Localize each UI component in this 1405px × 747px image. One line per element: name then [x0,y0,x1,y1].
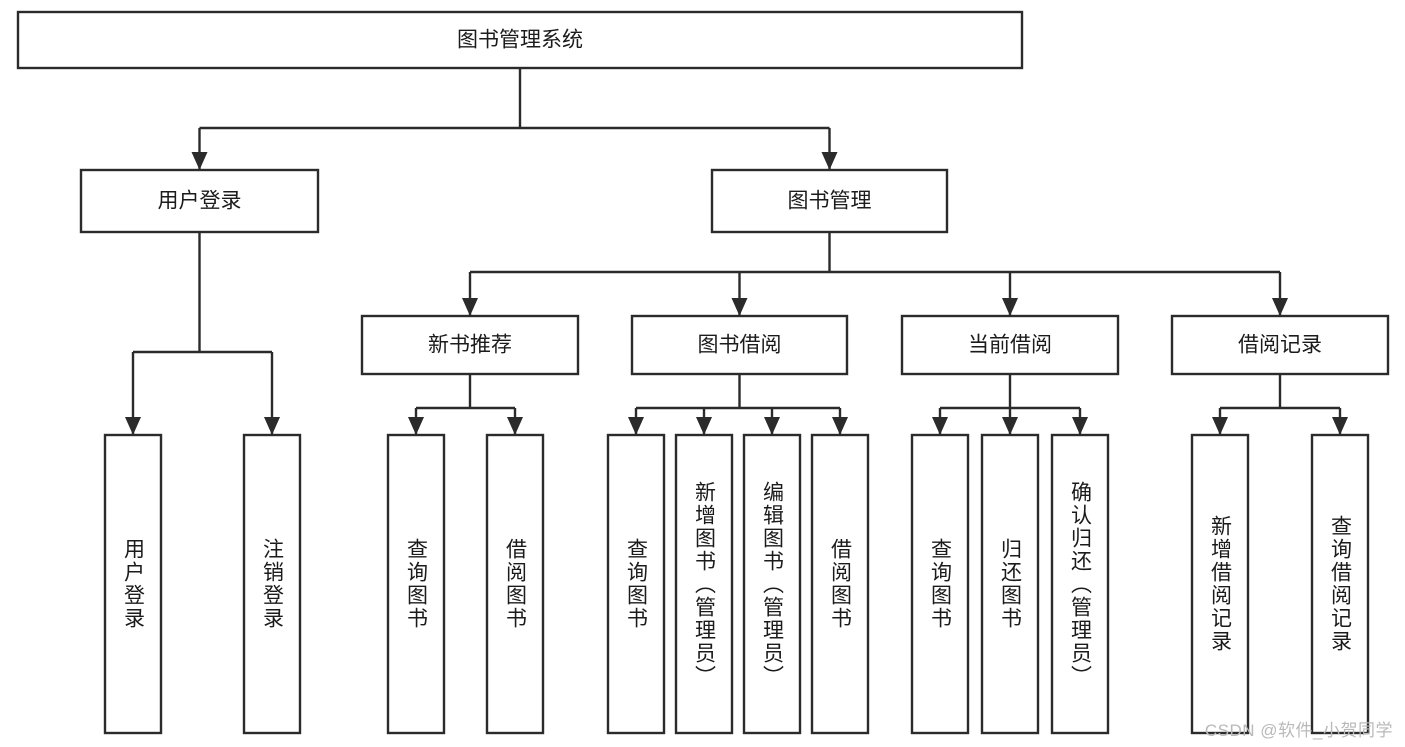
node-box-current-confirm-return-admin [1050,433,1110,735]
node-user-logout-action[interactable]: 注销登录 [242,433,302,735]
arrow-down-icon-grp1-0 [628,417,644,435]
node-new-book-recommend[interactable]: 新书推荐 [360,314,580,376]
node-box-book-management [710,168,949,234]
node-box-records-add-record [1190,433,1250,735]
node-box-borrow-records [1170,314,1390,376]
node-records-query-record[interactable]: 查询借阅记录 [1310,433,1370,735]
node-label-wrap-current-return-book: 归还图书 [998,538,1022,630]
arrow-down-icon-book-mgmt-1 [731,298,748,316]
arrow-down-icon-grp1-3 [832,417,848,435]
node-book-borrow[interactable]: 图书借阅 [630,314,849,376]
node-box-new-book-recommend [360,314,580,376]
node-label-wrap-recommend-borrow-book: 借阅图书 [503,538,527,630]
node-label-wrap-user-login-action: 用户登录 [121,538,145,630]
node-label-borrow-edit-book-admin: 编辑图书（管理员） [760,480,784,688]
node-current-confirm-return-admin[interactable]: 确认归还（管理员） [1050,433,1110,735]
node-label-wrap-recommend-query-book: 查询图书 [404,538,428,630]
node-book-management[interactable]: 图书管理 [710,168,949,234]
node-borrow-borrow-book[interactable]: 借阅图书 [810,433,870,735]
node-label-wrap-records-query-record: 查询借阅记录 [1328,515,1352,653]
node-label-root: 图书管理系统 [457,29,583,52]
node-label-records-add-record: 新增借阅记录 [1208,515,1232,653]
arrow-down-icon-grp2-0 [932,417,948,435]
node-box-current-return-book [980,433,1040,735]
node-user-login[interactable]: 用户登录 [79,168,320,234]
node-borrow-edit-book-admin[interactable]: 编辑图书（管理员） [742,433,802,735]
node-label-wrap-user-logout-action: 注销登录 [260,538,284,630]
arrow-down-icon-grp2-2 [1072,417,1088,435]
node-label-borrow-query-book: 查询图书 [624,538,648,630]
node-box-current-borrow [900,314,1120,376]
arrow-down-icon-book-mgmt-2 [1002,298,1018,316]
node-label-borrow-records: 借阅记录 [1238,334,1322,357]
node-label-borrow-borrow-book: 借阅图书 [828,538,852,630]
node-box-current-query-book [910,433,970,735]
arrow-down-icon-grp1-2 [764,417,780,435]
node-label-wrap-current-query-book: 查询图书 [928,538,952,630]
node-label-recommend-borrow-book: 借阅图书 [503,538,527,630]
arrow-down-icon-root-1 [821,152,838,170]
arrow-down-icon-book-mgmt-3 [1272,298,1288,316]
node-label-book-borrow: 图书借阅 [698,334,782,357]
node-box-root [16,10,1024,70]
node-label-borrow-add-book-admin: 新增图书（管理员） [692,480,716,688]
node-label-book-management: 图书管理 [788,190,872,213]
node-label-wrap-borrow-edit-book-admin: 编辑图书（管理员） [760,480,784,688]
node-label-user-login-action: 用户登录 [121,538,145,630]
node-box-user-login-action [103,433,163,735]
node-box-book-borrow [630,314,849,376]
node-label-current-return-book: 归还图书 [998,538,1022,630]
node-label-new-book-recommend: 新书推荐 [428,334,512,357]
node-recommend-query-book[interactable]: 查询图书 [386,433,446,735]
arrow-down-icon-grp2-1 [1002,417,1018,435]
node-borrow-records[interactable]: 借阅记录 [1170,314,1390,376]
node-label-wrap-records-add-record: 新增借阅记录 [1208,515,1232,653]
arrow-down-icon-user-login-1 [264,417,280,435]
node-label-recommend-query-book: 查询图书 [404,538,428,630]
node-label-wrap-borrow-add-book-admin: 新增图书（管理员） [692,480,716,688]
node-borrow-add-book-admin[interactable]: 新增图书（管理员） [674,433,734,735]
node-borrow-query-book[interactable]: 查询图书 [606,433,666,735]
node-label-current-query-book: 查询图书 [928,538,952,630]
arrow-down-icon-root-0 [191,152,208,170]
node-box-borrow-borrow-book [810,433,870,735]
node-root[interactable]: 图书管理系统 [16,10,1024,70]
arrow-down-icon-grp1-1 [696,417,712,435]
node-current-query-book[interactable]: 查询图书 [910,433,970,735]
node-box-recommend-query-book [386,433,446,735]
node-box-borrow-edit-book-admin [742,433,802,735]
node-box-borrow-add-book-admin [674,433,734,735]
node-label-records-query-record: 查询借阅记录 [1328,515,1352,653]
node-label-wrap-borrow-borrow-book: 借阅图书 [828,538,852,630]
node-user-login-action[interactable]: 用户登录 [103,433,163,735]
arrow-down-icon-grp0-1 [507,417,523,435]
node-label-user-login: 用户登录 [158,190,242,213]
node-current-return-book[interactable]: 归还图书 [980,433,1040,735]
node-box-recommend-borrow-book [485,433,545,735]
node-box-user-login [79,168,320,234]
arrow-down-icon-grp3-0 [1212,417,1228,435]
node-label-current-confirm-return-admin: 确认归还（管理员） [1068,480,1092,688]
arrow-down-icon-grp3-1 [1332,417,1348,435]
node-box-user-logout-action [242,433,302,735]
node-label-wrap-borrow-query-book: 查询图书 [624,538,648,630]
node-box-records-query-record [1310,433,1370,735]
node-recommend-borrow-book[interactable]: 借阅图书 [485,433,545,735]
node-label-wrap-current-confirm-return-admin: 确认归还（管理员） [1068,480,1092,688]
arrow-down-icon-user-login-0 [125,417,141,435]
node-current-borrow[interactable]: 当前借阅 [900,314,1120,376]
node-box-borrow-query-book [606,433,666,735]
node-label-current-borrow: 当前借阅 [968,334,1052,357]
arrow-down-icon-book-mgmt-0 [462,298,478,316]
node-records-add-record[interactable]: 新增借阅记录 [1190,433,1250,735]
node-label-user-logout-action: 注销登录 [260,538,284,630]
arrow-down-icon-grp0-0 [408,417,424,435]
watermark-text: CSDN @软件_小贺同学 [1204,721,1393,740]
